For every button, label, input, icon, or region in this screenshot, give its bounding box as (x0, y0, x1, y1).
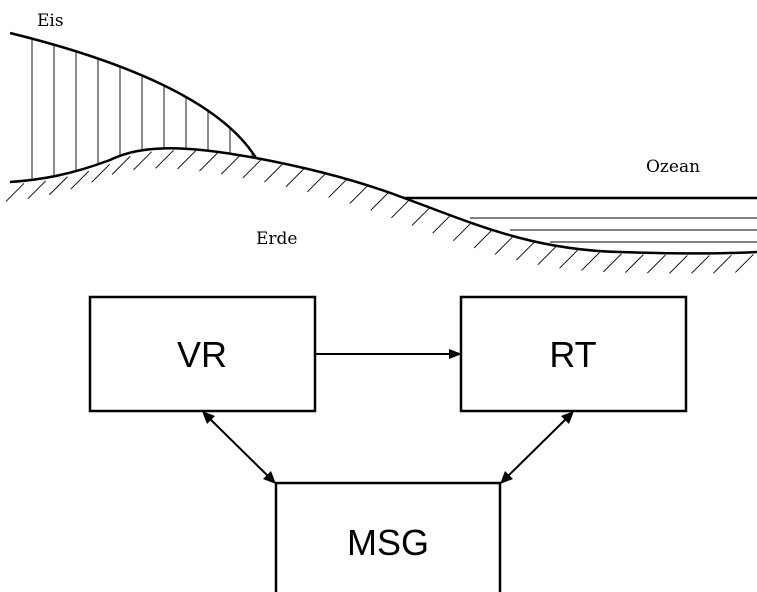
ground-hatch-line (391, 199, 410, 219)
ground-hatch-line (432, 214, 451, 234)
block-diagram: VR RT MSG (88, 295, 688, 592)
ground-hatch-line (516, 241, 535, 261)
ground-hatch-line (691, 255, 710, 274)
ground-hatch-line (559, 249, 578, 269)
ground-hatch-line (647, 254, 666, 274)
box-vr-label: VR (177, 334, 227, 375)
ground-hatch-line (603, 253, 622, 273)
cross-section: Eis Erde Ozean (5, 11, 757, 274)
ground-hatch-line (27, 180, 47, 200)
ground-line (9, 147, 757, 255)
arrow-rt-msg (500, 411, 574, 484)
label-ice: Eis (37, 11, 64, 31)
ground-hatch-line (264, 163, 283, 183)
ground-hatch-line (5, 183, 25, 202)
label-ocean: Ozean (646, 157, 700, 177)
ground-hatch-line (111, 156, 131, 175)
ground-hatch-line (537, 246, 557, 266)
box-msg-label: MSG (347, 522, 429, 563)
ground-hatch-line (242, 159, 262, 179)
box-vr: VR (88, 295, 317, 413)
ground-hatch-line (452, 222, 472, 242)
ground-hatch-line (735, 254, 754, 273)
ground-hatch-line (669, 255, 688, 274)
ground-hatch-line (133, 151, 152, 171)
ground-hatch-line (307, 173, 326, 193)
label-earth: Erde (256, 229, 297, 249)
ground-hatch-line (411, 207, 431, 226)
ground-hatch-line (91, 164, 110, 183)
ocean-layers (470, 217, 757, 243)
ground-hatch-line (49, 176, 68, 196)
ground-hatch-line (70, 170, 90, 190)
ground-hatch-line (199, 152, 218, 172)
ground-hatch-line (177, 150, 196, 170)
ground-hatch-line (713, 254, 732, 274)
ground-hatch-line (328, 179, 347, 198)
ground-hatch-line (370, 192, 390, 211)
box-rt-label: RT (549, 334, 596, 375)
ground-hatch-line (220, 155, 240, 175)
ground-hatch-line (285, 168, 305, 188)
ice-surface (9, 31, 258, 159)
arrow-vr-msg (202, 411, 276, 484)
ground-hatch-line (494, 236, 514, 255)
box-msg: MSG (274, 481, 502, 592)
arrow-vr-to-rt (315, 349, 462, 359)
box-rt: RT (459, 295, 688, 413)
ground-hatch-line (349, 185, 369, 204)
ground-hatch-line (581, 252, 600, 271)
ground-hatch-line (625, 254, 644, 273)
ground-hatch-line (473, 229, 493, 249)
ground-hatch-line (155, 149, 174, 169)
ground-hatching (5, 149, 754, 274)
